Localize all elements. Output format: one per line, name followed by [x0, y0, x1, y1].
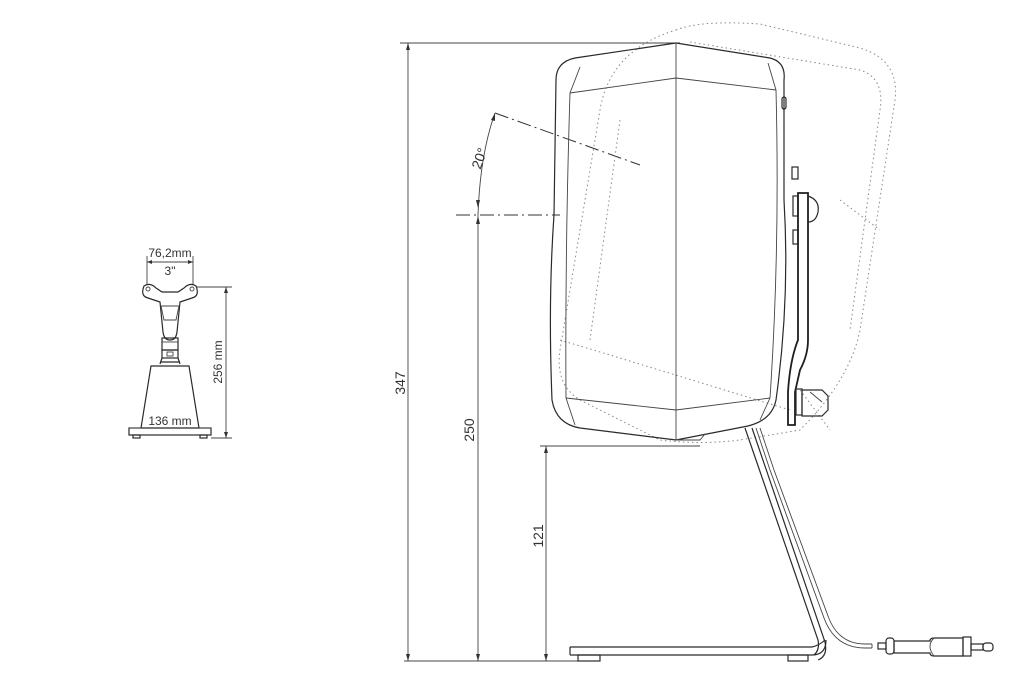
desk-stand [569, 192, 829, 662]
mount-front-view: 76,2mm 3" 136 mm 256 mm [128, 246, 232, 439]
tilt-angle-label: 20° [468, 146, 490, 171]
mount-width-label: 76,2mm [148, 246, 191, 260]
speaker-tilted-ghost [558, 22, 897, 443]
power-plug-icon [877, 636, 994, 657]
stand-clearance-label: 121 [530, 524, 546, 548]
speaker-side-view [549, 42, 799, 441]
total-height-label: 347 [392, 371, 408, 395]
side-view-dimensions: 347 250 121 20° [392, 42, 700, 662]
mount-height-label: 256 mm [211, 340, 225, 383]
axis-height-label: 250 [461, 418, 477, 442]
mount-base-label: 136 mm [148, 414, 191, 428]
mount-thread-label: 3" [165, 264, 176, 278]
power-cable [755, 427, 994, 657]
tilt-lock-knob [795, 388, 829, 417]
